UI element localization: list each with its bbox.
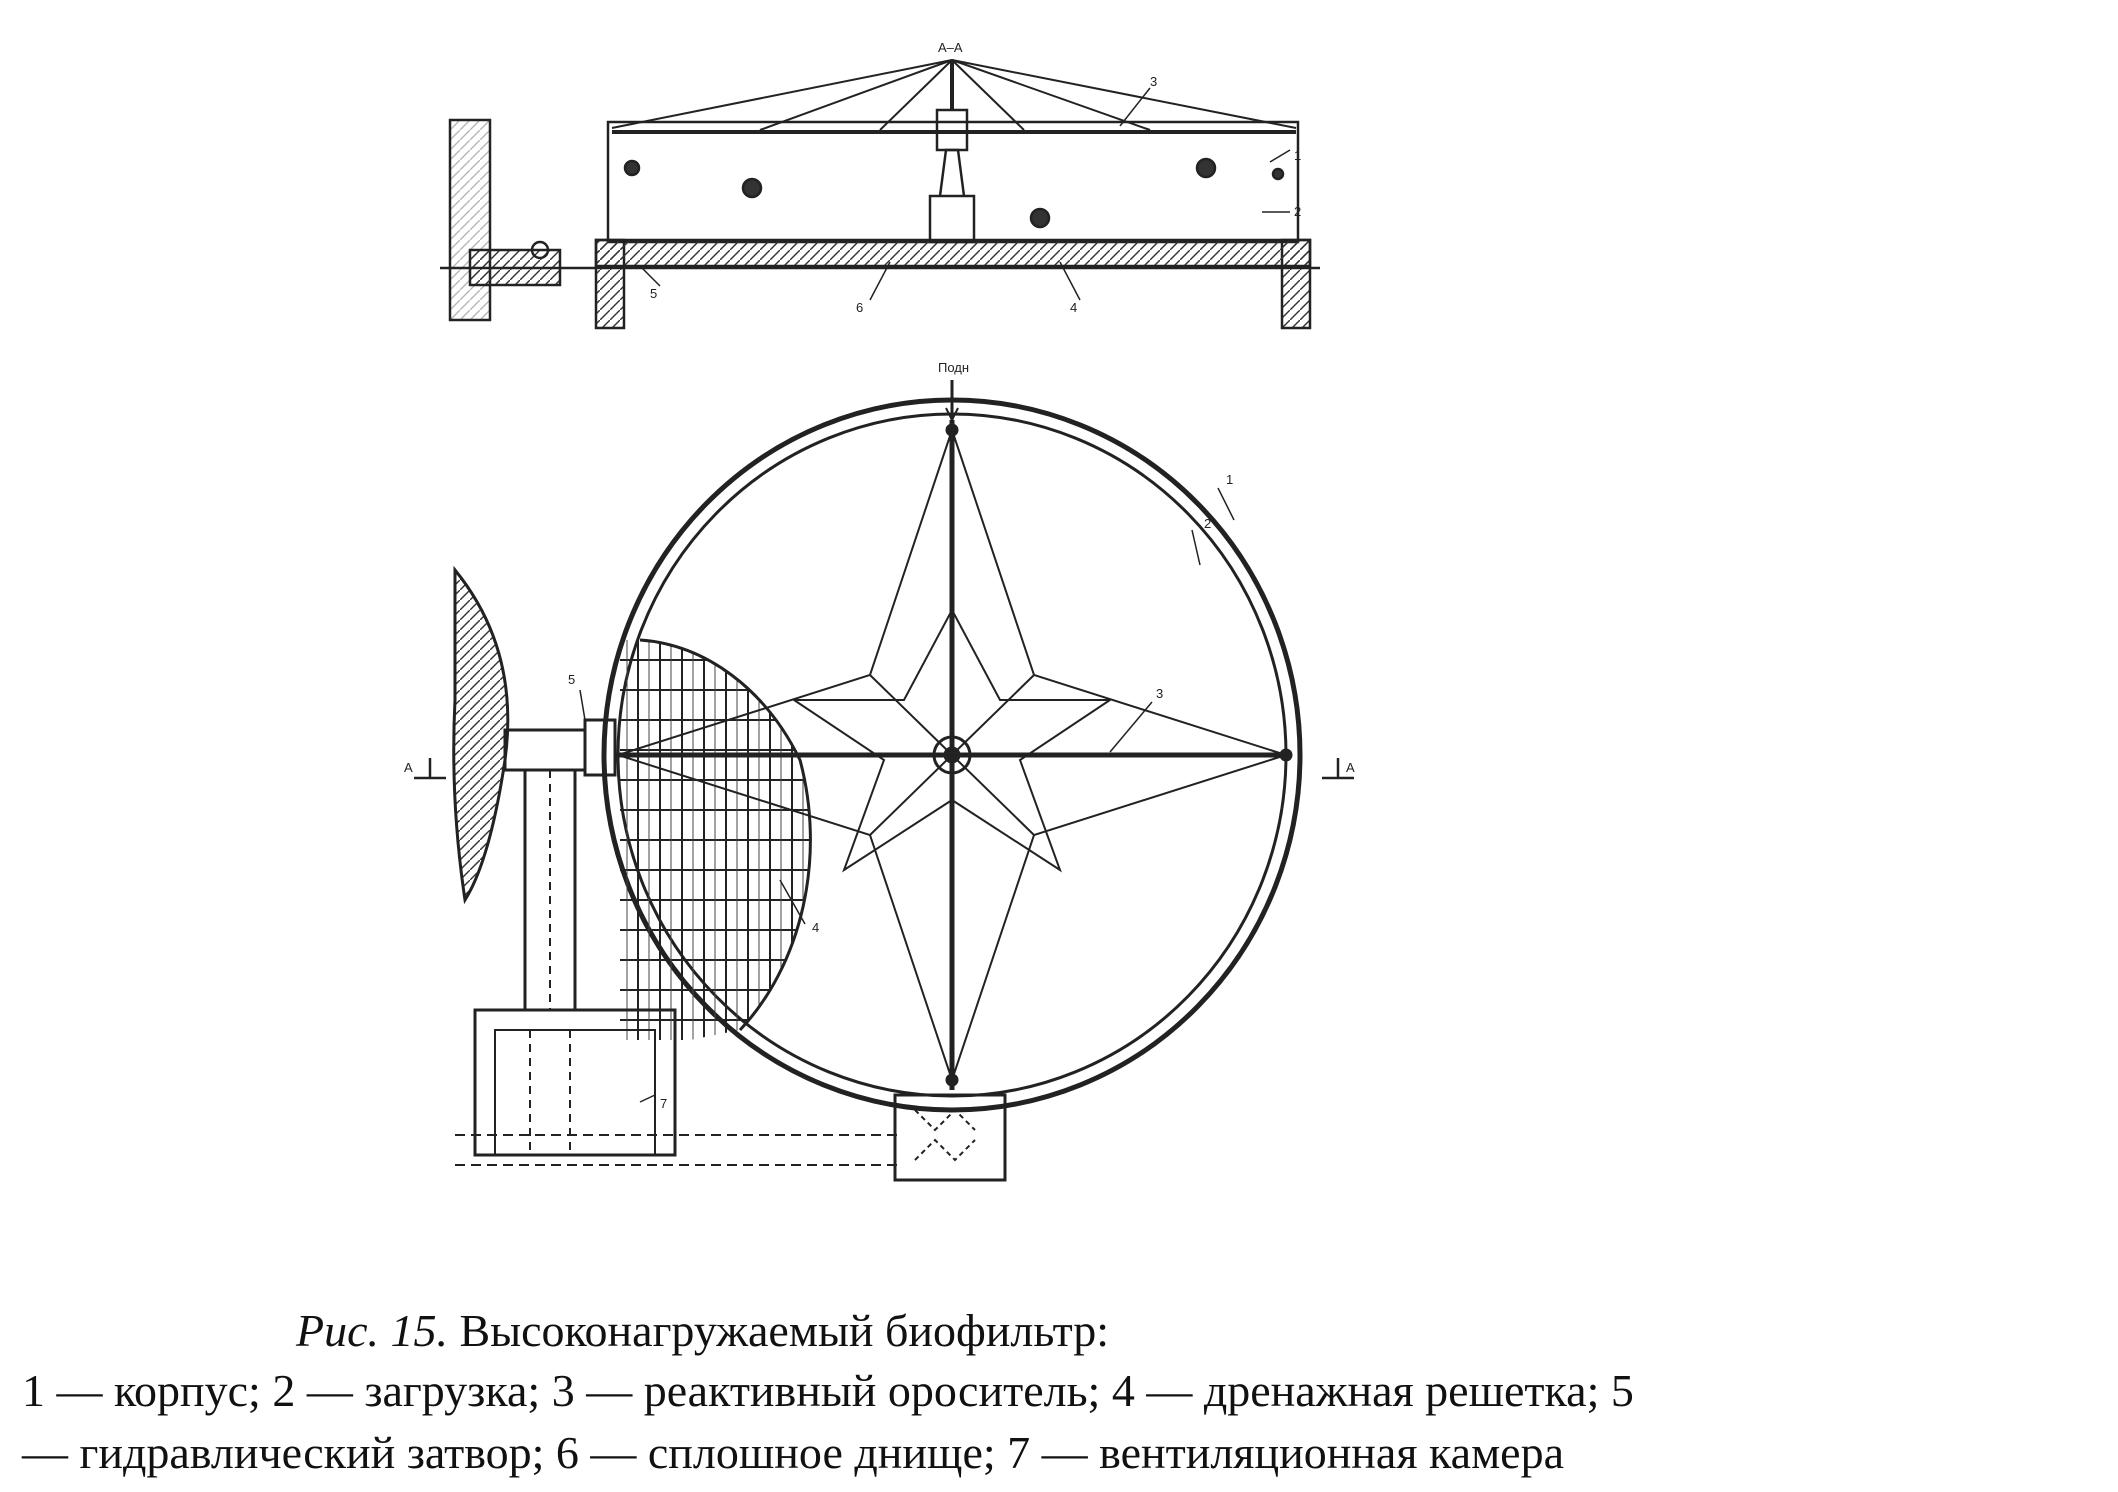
outlet-sump (893, 1093, 1007, 1182)
plan-label-2: 2 (1204, 516, 1211, 531)
figure-number: Рис. 15. (296, 1305, 449, 1356)
drainage-grid (620, 640, 811, 1040)
figure-legend-line-2: — гидравлический затвор; 6 — сплошное дн… (22, 1427, 1565, 1478)
figure-caption-title: Рис. 15. Высоконагружаемый биофильтр: (296, 1302, 2118, 1360)
plan-label-3: 3 (1156, 686, 1163, 701)
section-label: А–А (938, 40, 963, 55)
figure-title: Высоконагружаемый биофильтр: (448, 1305, 1110, 1356)
plan-view (414, 380, 1354, 1182)
filter-body (606, 120, 1300, 244)
plan-feed-label: Подн (938, 360, 969, 375)
section-label-1: 1 (1294, 148, 1301, 163)
plan-label-1: 1 (1226, 472, 1233, 487)
section-view (440, 59, 1320, 330)
section-label-6: 6 (856, 300, 863, 315)
section-label-2: 2 (1294, 204, 1301, 219)
hydraulic-lock (452, 565, 510, 905)
plan-label-5: 5 (568, 672, 575, 687)
plan-cut-right: А (1346, 760, 1355, 775)
plan-label-7: 7 (660, 1096, 667, 1111)
section-label-4: 4 (1070, 300, 1077, 315)
plan-label-4: 4 (812, 920, 819, 935)
section-label-3: 3 (1150, 74, 1157, 89)
plan-cut-left: А (404, 760, 413, 775)
solid-bottom (594, 238, 1312, 268)
figure-legend-line-1: 1 — корпус; 2 — загрузка; 3 — реактивный… (22, 1365, 1634, 1416)
section-label-5: 5 (650, 286, 657, 301)
biofilter-drawing: А–А 3 1 2 5 6 4 (404, 40, 1355, 1182)
